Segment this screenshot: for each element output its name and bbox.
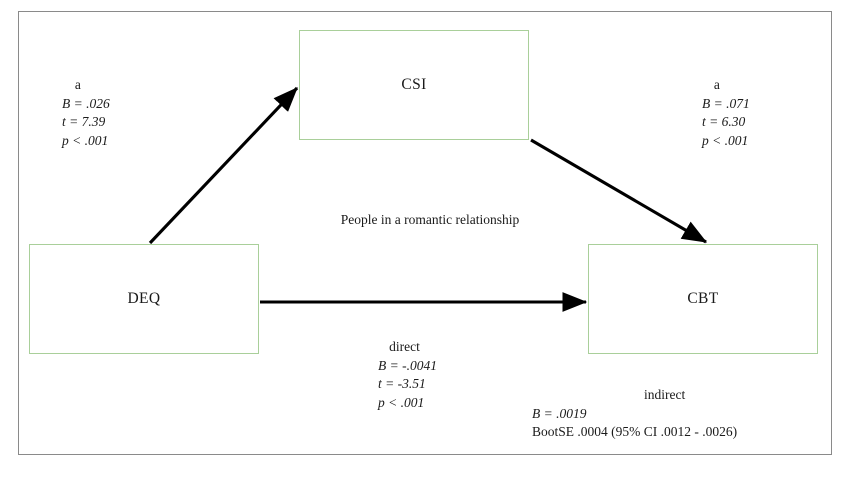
direct-t-statistic: t = -3.51: [378, 376, 426, 391]
annotation-path-a-right: a B = .071 t = 6.30 p < .001: [702, 76, 750, 150]
path-a-left-p-value: p < .001: [62, 132, 109, 148]
path-a-left-coefficient: B = .026: [62, 95, 110, 111]
node-csi: CSI: [299, 30, 529, 140]
annotation-direct-effect: direct B = -.0041 t = -3.51 p < .001: [378, 338, 437, 412]
node-cbt-label: CBT: [687, 290, 719, 307]
annotation-indirect-effect: indirect B = .0019 BootSE .0004 (95% CI …: [532, 386, 737, 442]
direct-header: direct: [389, 339, 420, 354]
path-a-right-t-statistic: t = 6.30: [702, 114, 746, 129]
node-deq: DEQ: [29, 244, 259, 354]
node-deq-label: DEQ: [127, 290, 161, 307]
direct-p-value: p < .001: [378, 394, 425, 410]
path-a-right-header: a: [713, 77, 720, 92]
path-a-right-p-value: p < .001: [702, 132, 749, 148]
indirect-coefficient: B = .0019: [532, 405, 587, 421]
center-caption: People in a romantic relationship: [340, 212, 520, 227]
node-csi-label: CSI: [401, 76, 427, 93]
indirect-header: indirect: [644, 387, 686, 402]
path-a-left-header: a: [74, 77, 81, 92]
indirect-bootse: BootSE .0004 (95% CI .0012 - .0026): [532, 424, 738, 439]
direct-coefficient: B = -.0041: [378, 357, 437, 373]
annotation-path-a-left: a B = .026 t = 7.39 p < .001: [62, 76, 110, 150]
path-a-left-t-statistic: t = 7.39: [62, 114, 106, 129]
path-a-right-coefficient: B = .071: [702, 95, 750, 111]
node-cbt: CBT: [588, 244, 818, 354]
